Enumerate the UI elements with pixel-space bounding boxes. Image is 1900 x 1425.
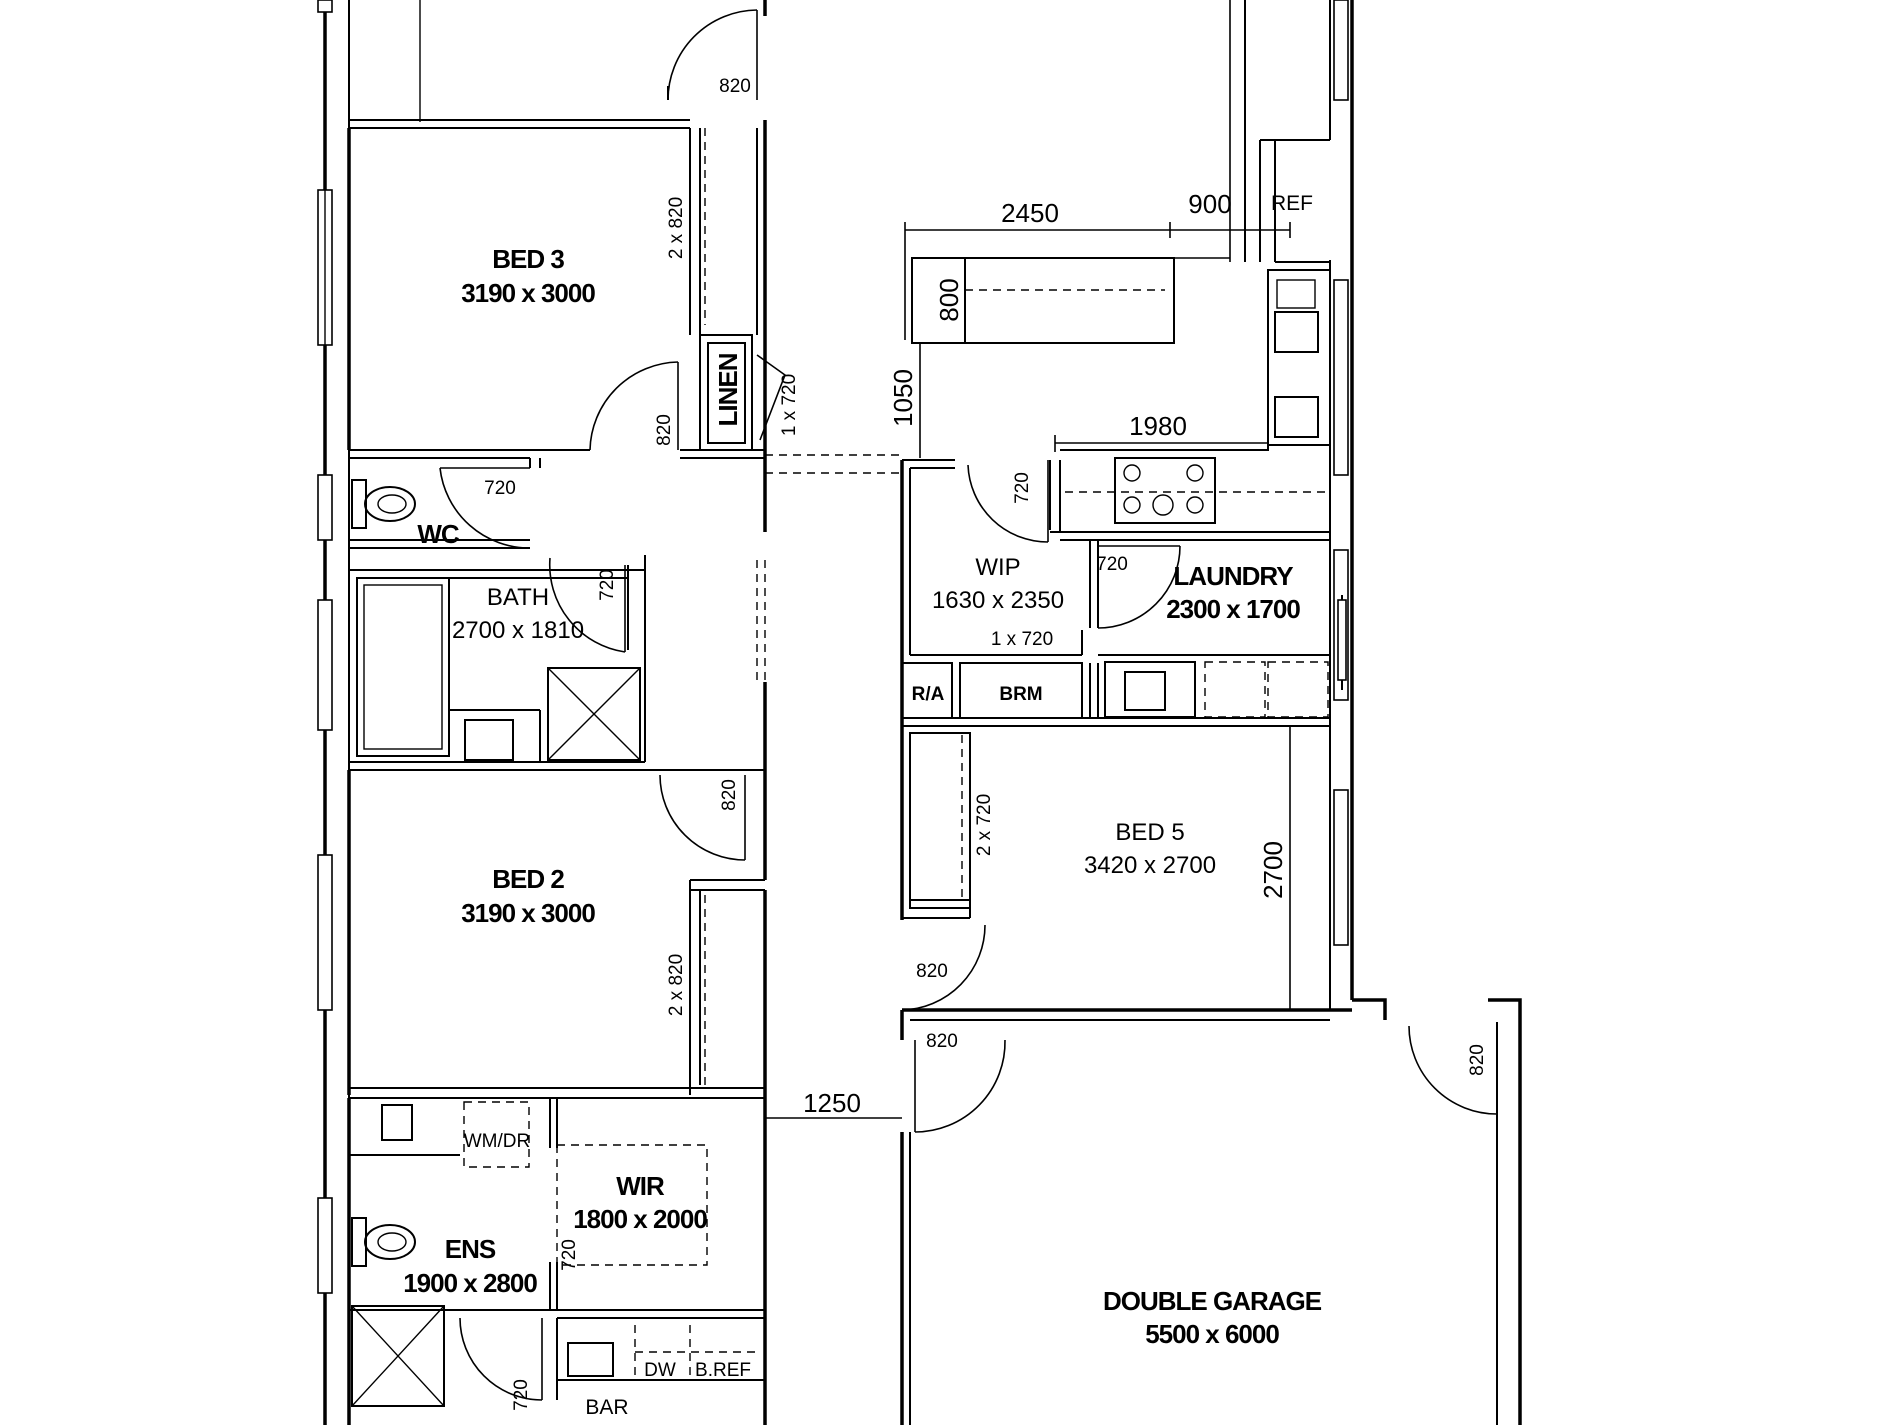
door-width-label: 820 — [1467, 1044, 1488, 1076]
room-name-bed2: BED 2 — [492, 864, 564, 894]
cooktop — [1114, 457, 1216, 524]
linen-width-label: 1 x 720 — [779, 374, 800, 436]
washer-dryer — [463, 1101, 530, 1168]
window — [317, 854, 333, 1011]
toilet-icon — [351, 479, 367, 529]
dimension-labels: 2450 900 800 1050 1980 2700 1250 — [803, 189, 1288, 1118]
window — [317, 474, 333, 541]
toilet-bowl — [364, 486, 416, 522]
shower — [547, 667, 641, 761]
door-width-label: 720 — [597, 569, 618, 601]
window — [1333, 279, 1349, 476]
dim-island-depth: 800 — [934, 278, 964, 321]
room-size-wir: 1800 x 2000 — [573, 1204, 707, 1234]
bar-sink — [567, 1342, 614, 1377]
dryer — [1267, 661, 1329, 718]
door-swing — [1408, 1025, 1498, 1115]
door-width-label: 720 — [559, 1239, 580, 1271]
room-size-ens: 1900 x 2800 — [403, 1268, 537, 1298]
window — [1333, 789, 1349, 946]
door-width-label: 720 — [484, 478, 516, 499]
door-swing — [914, 1039, 1006, 1133]
room-size-garage: 5500 x 6000 — [1145, 1319, 1279, 1349]
door-swing — [589, 361, 679, 451]
left-wing — [347, 0, 786, 1425]
kitchen-island — [911, 257, 1175, 344]
laundry-tub — [1104, 661, 1196, 718]
sink-bowl — [1274, 311, 1319, 353]
label-wmdr: WM/DR — [464, 1131, 530, 1152]
door-width-label: 820 — [654, 414, 675, 446]
door-swing — [756, 354, 786, 441]
exterior-walls — [317, 0, 1522, 1425]
label-brm: BRM — [999, 684, 1042, 705]
door-swing — [548, 557, 626, 653]
door-width-label: 820 — [926, 1031, 958, 1052]
room-name-bed3: BED 3 — [492, 244, 564, 274]
door-swing — [967, 464, 1049, 543]
robe-width-label: 2 x 720 — [974, 794, 995, 856]
room-name-laundry: LAUNDRY — [1173, 561, 1293, 591]
room-name-garage: DOUBLE GARAGE — [1103, 1286, 1322, 1316]
label-ref: REF — [1271, 192, 1313, 215]
door-width-label: 820 — [719, 779, 740, 811]
dim-bed5-depth: 2700 — [1258, 841, 1288, 899]
dim-garage-walkway: 1250 — [803, 1088, 861, 1118]
label-ra: R/A — [912, 684, 945, 705]
bathtub — [356, 577, 450, 757]
label-dw: DW — [644, 1360, 676, 1381]
room-name-bath: BATH — [487, 584, 549, 611]
door-width-label: 820 — [916, 961, 948, 982]
window — [1333, 0, 1349, 101]
washing-machine — [1204, 661, 1266, 718]
dim-walkway: 1050 — [888, 369, 918, 427]
hallway — [756, 454, 905, 682]
opening-labels: 820 2 x 820 820 1 x 720 720 720 820 2 x … — [484, 76, 1488, 1411]
robe-width-label: 2 x 820 — [666, 197, 687, 259]
room-name-linen: LINEN — [713, 353, 743, 426]
dim-fridge-gap: 900 — [1188, 189, 1231, 219]
vanity-basin — [464, 719, 514, 761]
room-size-bed3: 3190 x 3000 — [461, 278, 595, 308]
door-swing — [459, 1317, 543, 1401]
room-name-wip: WIP — [975, 554, 1020, 581]
door-width-label: 820 — [719, 76, 751, 97]
label-bar: BAR — [585, 1396, 628, 1419]
door-width-label: 720 — [1096, 554, 1128, 575]
room-name-wir: WIR — [616, 1171, 665, 1201]
door-width-label: 1 x 720 — [991, 629, 1053, 650]
room-size-laundry: 2300 x 1700 — [1166, 594, 1300, 624]
robe — [909, 732, 971, 909]
window — [317, 1197, 333, 1294]
dimension-lines — [765, 0, 1291, 1119]
robe-width-label: 2 x 820 — [666, 954, 687, 1016]
door-swing — [901, 924, 986, 1011]
dim-island-length: 2450 — [1001, 198, 1059, 228]
door-swing — [439, 467, 531, 549]
dim-bench-length: 1980 — [1129, 411, 1187, 441]
sink-bowl — [1274, 396, 1319, 438]
door-width-label: 720 — [511, 1379, 532, 1411]
window — [317, 0, 333, 13]
basin — [381, 1104, 413, 1141]
room-name-bed5: BED 5 — [1115, 819, 1184, 846]
door-swing — [1097, 545, 1181, 629]
label-bref: B.REF — [695, 1360, 751, 1381]
room-name-wc: WC — [417, 519, 460, 549]
toilet-icon — [351, 1217, 367, 1267]
room-size-wip: 1630 x 2350 — [932, 587, 1064, 614]
window — [317, 599, 333, 731]
room-labels: BED 3 3190 x 3000 WC BATH 2700 x 1810 BE… — [403, 192, 1323, 1419]
door-width-label: 720 — [1012, 472, 1033, 504]
door-swing — [667, 9, 758, 101]
room-size-bed5: 3420 x 2700 — [1084, 852, 1216, 879]
room-name-ens: ENS — [445, 1234, 496, 1264]
room-size-bath: 2700 x 1810 — [452, 617, 584, 644]
room-size-bed2: 3190 x 3000 — [461, 898, 595, 928]
door-swing — [659, 774, 746, 861]
